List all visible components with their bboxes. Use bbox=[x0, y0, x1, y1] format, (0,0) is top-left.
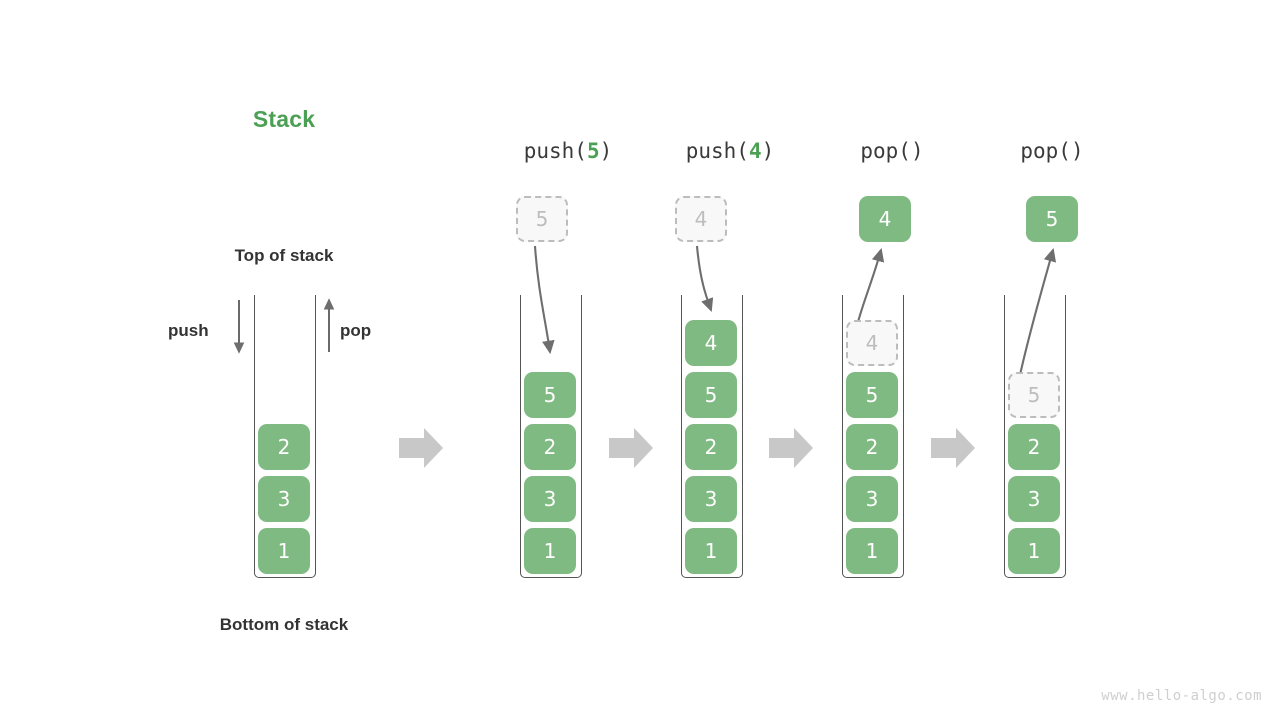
stack-container bbox=[842, 295, 904, 578]
op-name: pop( bbox=[860, 139, 911, 163]
op-argument: 4 bbox=[748, 139, 762, 163]
page-title: Stack bbox=[252, 106, 316, 132]
stack-cell: 2 bbox=[846, 424, 898, 470]
op-header-pop-2: pop() bbox=[962, 139, 1142, 163]
op-header-push-4: push(4) bbox=[640, 139, 820, 163]
stack-cell: 4 bbox=[685, 320, 737, 366]
stack-cell: 3 bbox=[846, 476, 898, 522]
op-name: pop( bbox=[1020, 139, 1071, 163]
stack-container bbox=[254, 295, 316, 578]
floating-cell-push-4: 4 bbox=[675, 196, 727, 242]
op-name: push( bbox=[685, 139, 749, 163]
pop-operation-label: pop bbox=[340, 321, 372, 340]
op-close-paren: ) bbox=[599, 139, 613, 163]
flow-arrow-1 bbox=[399, 428, 443, 468]
op-argument: 5 bbox=[586, 139, 600, 163]
stack-container bbox=[681, 295, 743, 578]
flow-arrow-4 bbox=[931, 428, 975, 468]
stack-cell: 3 bbox=[685, 476, 737, 522]
stack-cell: 1 bbox=[685, 528, 737, 574]
stack-cell: 1 bbox=[524, 528, 576, 574]
stack-cell: 1 bbox=[1008, 528, 1060, 574]
flow-arrow-3 bbox=[769, 428, 813, 468]
top-of-stack-label: Top of stack bbox=[234, 246, 334, 265]
stack-container bbox=[1004, 295, 1066, 578]
op-header-pop-1: pop() bbox=[802, 139, 982, 163]
stack-cell: 1 bbox=[258, 528, 310, 574]
stack-cell: 5 bbox=[846, 372, 898, 418]
popped-cell-2: 5 bbox=[1026, 196, 1078, 242]
stack-cell: 2 bbox=[258, 424, 310, 470]
stack-cell: 3 bbox=[1008, 476, 1060, 522]
watermark: www.hello-algo.com bbox=[1101, 688, 1262, 704]
stack-cell: 2 bbox=[1008, 424, 1060, 470]
op-header-push-5: push(5) bbox=[478, 139, 658, 163]
stack-cell: 5 bbox=[685, 372, 737, 418]
stack-cell: 3 bbox=[524, 476, 576, 522]
op-close-paren: ) bbox=[910, 139, 924, 163]
stack-cell: 2 bbox=[685, 424, 737, 470]
stack-cell: 2 bbox=[524, 424, 576, 470]
op-close-paren: ) bbox=[761, 139, 775, 163]
stack-cell: 3 bbox=[258, 476, 310, 522]
popped-cell-1: 4 bbox=[859, 196, 911, 242]
floating-cell-push-5: 5 bbox=[516, 196, 568, 242]
op-name: push( bbox=[523, 139, 587, 163]
stack-cell-ghost: 5 bbox=[1008, 372, 1060, 418]
push-operation-label: push bbox=[168, 321, 209, 340]
op-close-paren: ) bbox=[1070, 139, 1084, 163]
stack-cell-ghost: 4 bbox=[846, 320, 898, 366]
bottom-of-stack-label: Bottom of stack bbox=[219, 615, 349, 634]
stack-cell: 5 bbox=[524, 372, 576, 418]
stack-cell: 1 bbox=[846, 528, 898, 574]
stack-container bbox=[520, 295, 582, 578]
flow-arrow-2 bbox=[609, 428, 653, 468]
